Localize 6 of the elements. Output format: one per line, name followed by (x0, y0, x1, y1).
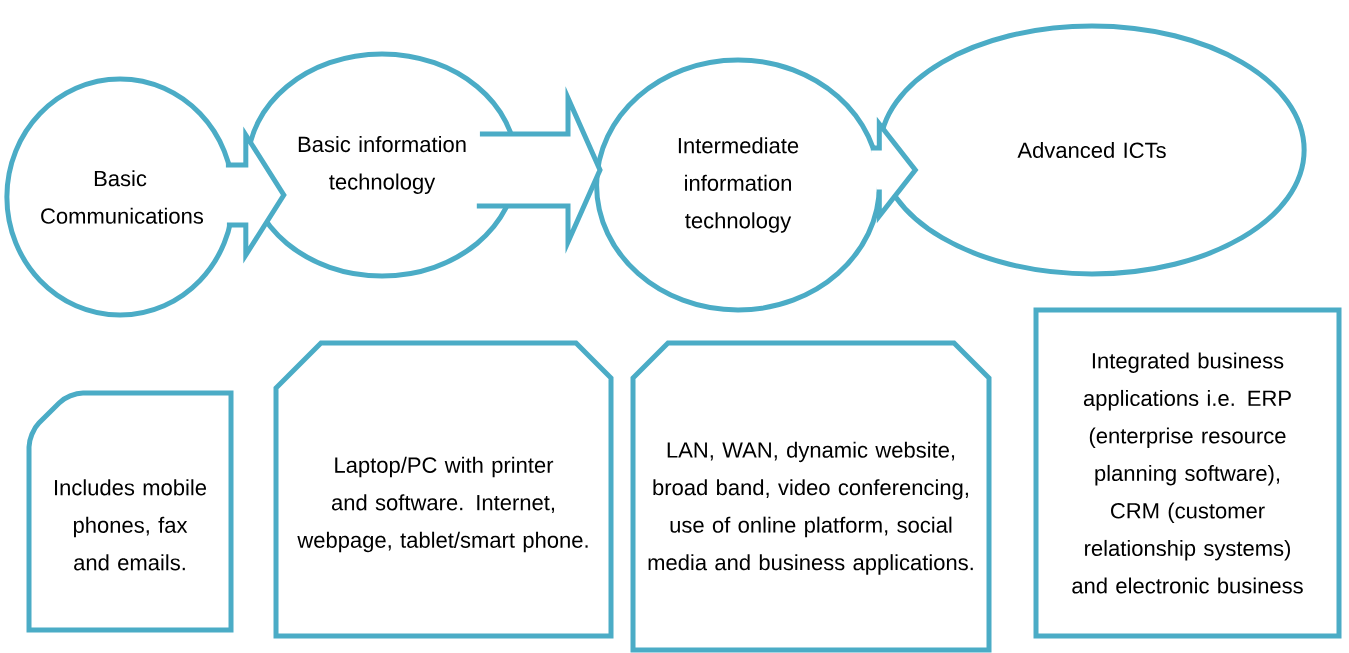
snipped-box: Laptop/PC with printer and software. Internet, webpage, tablet/smart phone. (273, 340, 614, 639)
snipped-box: LAN, WAN, dynamic website, broad band, video conferencing, use of online platform, social media and business applications. (630, 340, 992, 653)
snipped-box: Integrated business applications i.e. ERP (enterprise resource planning software), CRM (customer relationship systems) and electronic business (1033, 307, 1342, 639)
block-arrow (474, 86, 603, 254)
snipped-box: Includes mobile phones, fax and emails. (26, 390, 234, 633)
block-arrow (223, 126, 287, 264)
